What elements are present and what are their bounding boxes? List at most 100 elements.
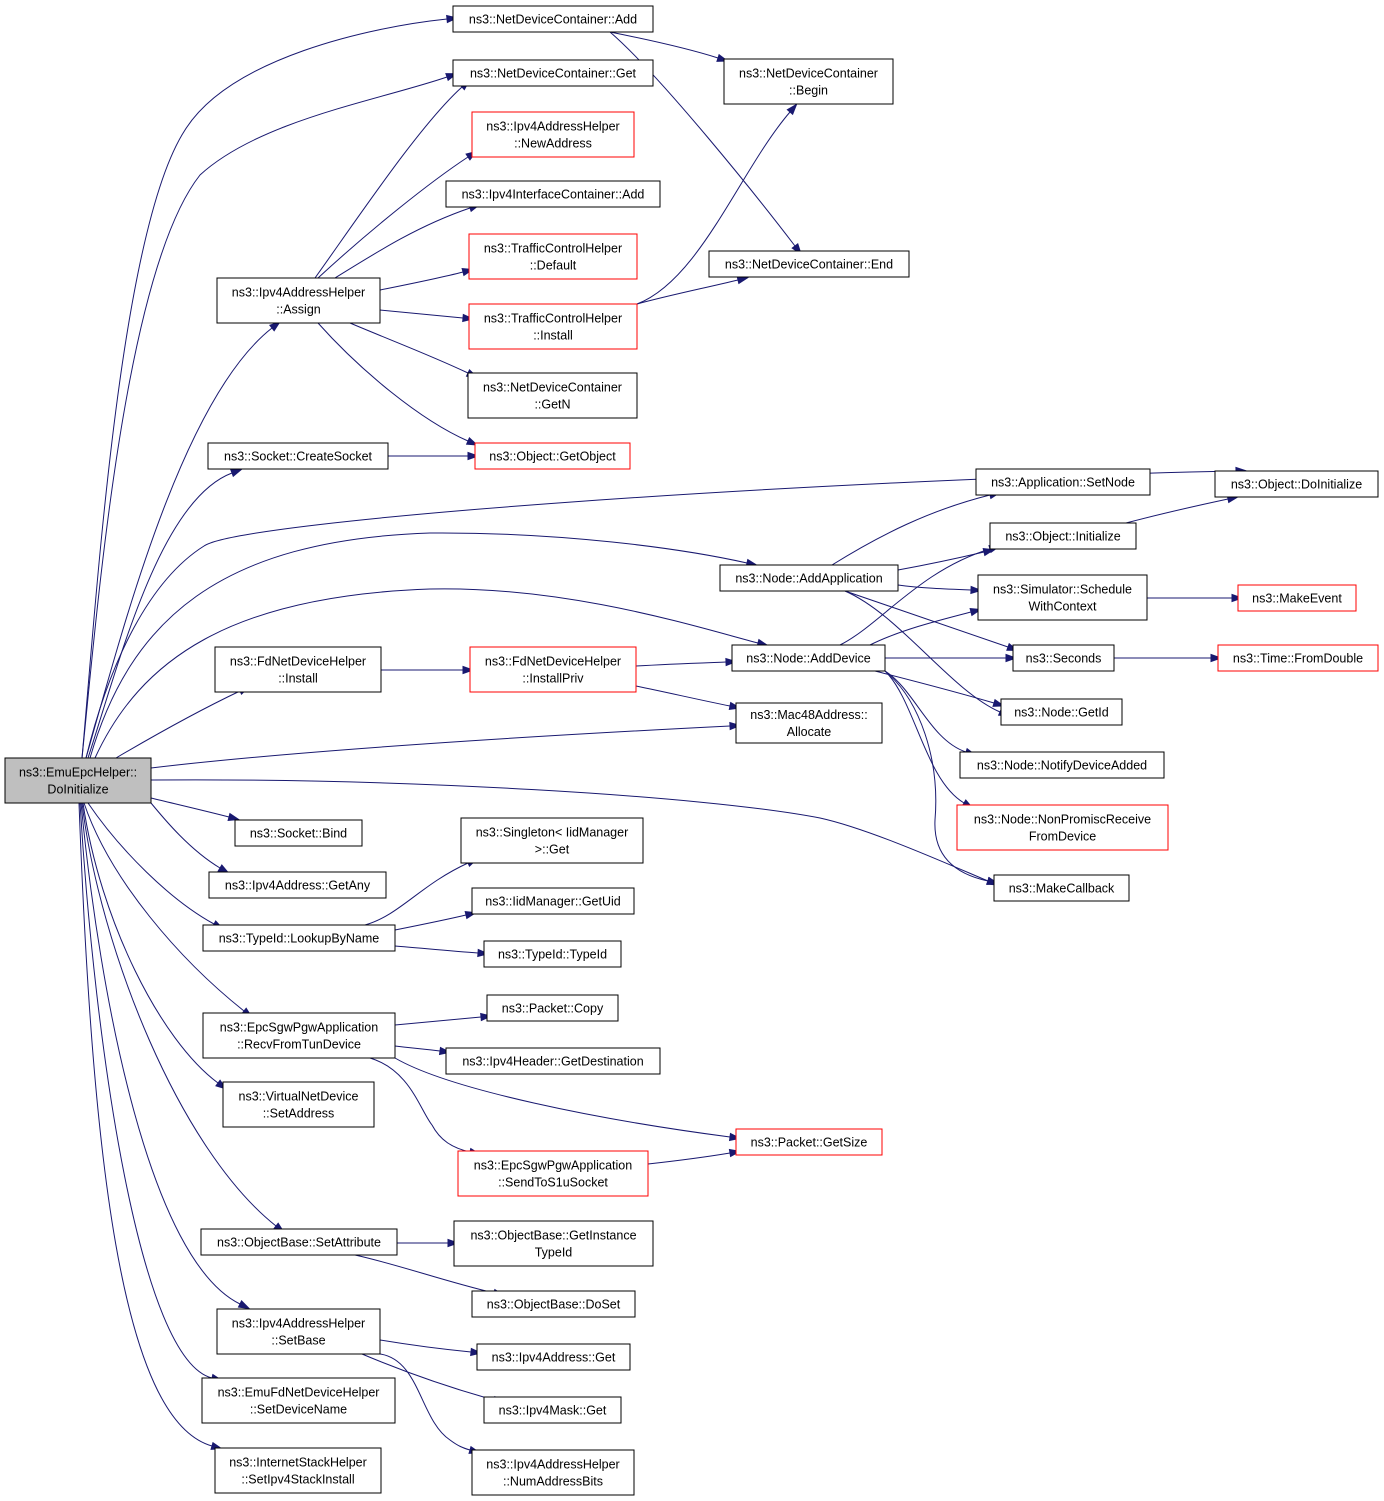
edge-line (317, 156, 469, 279)
node-ndc-getn[interactable]: ns3::NetDeviceContainer::GetN (467, 372, 638, 419)
node-seconds[interactable]: ns3::Seconds (1012, 644, 1115, 672)
node-box (735, 702, 883, 744)
node-ipv4ah-setbase[interactable]: ns3::Ipv4AddressHelper::SetBase (216, 1308, 381, 1355)
node-root[interactable]: ns3::EmuEpcHelper::DoInitialize (4, 757, 152, 804)
node-box (708, 250, 910, 278)
node-iidmgr-getuid[interactable]: ns3::IidManager::GetUid (471, 887, 635, 915)
edge-typeid_lookup-to-iidmgr_getuid (394, 911, 478, 931)
node-objbase-setattr[interactable]: ns3::ObjectBase::SetAttribute (200, 1228, 398, 1256)
node-box (486, 994, 619, 1022)
node-ish-setipv4[interactable]: ns3::InternetStackHelper::SetIpv4StackIn… (214, 1447, 382, 1494)
edge-ipv4ah_assign-to-ipv4ic_add (334, 204, 481, 279)
node-label: ::RecvFromTunDevice (237, 1038, 361, 1052)
node-socket-bind[interactable]: ns3::Socket::Bind (234, 819, 363, 847)
node-node-notify[interactable]: ns3::Node::NotifyDeviceAdded (959, 751, 1165, 779)
edge-line (317, 322, 469, 442)
edge-fdndh_installpriv-to-mac48_alloc (635, 685, 742, 711)
node-box (216, 1308, 381, 1355)
edge-line (379, 271, 464, 291)
node-fdndh-install[interactable]: ns3::FdNetDeviceHelper::Install (214, 646, 382, 693)
edge-ndc_add-to-ndc_begin (609, 31, 729, 62)
edge-line (150, 797, 230, 818)
edge-typeid_lookup-to-typeid_typeid (394, 945, 490, 958)
node-app-setnode[interactable]: ns3::Application::SetNode (975, 468, 1151, 496)
node-label: ns3::ObjectBase::DoSet (487, 1298, 621, 1312)
node-label: ns3::Ipv4Address::Get (492, 1351, 616, 1365)
node-label: ns3::ObjectBase::GetInstance (470, 1229, 636, 1243)
node-packet-copy[interactable]: ns3::Packet::Copy (486, 994, 619, 1022)
edge-line (635, 661, 727, 667)
node-box (207, 442, 389, 470)
node-ndc-get[interactable]: ns3::NetDeviceContainer::Get (452, 59, 654, 87)
node-singleton-get[interactable]: ns3::Singleton< IidManager>::Get (460, 817, 644, 864)
node-label: ns3::NetDeviceContainer (739, 67, 878, 81)
node-epc-recv[interactable]: ns3::EpcSgwPgwApplication::RecvFromTunDe… (202, 1012, 396, 1059)
node-label: ::SetDeviceName (250, 1403, 347, 1417)
node-obj-doinit[interactable]: ns3::Object::DoInitialize (1214, 470, 1379, 498)
edge-line (874, 670, 995, 704)
node-label: WithContext (1028, 600, 1097, 614)
edge-line (89, 532, 748, 759)
node-node-adddevice[interactable]: ns3::Node::AddDevice (731, 644, 886, 672)
node-typeid-lookup[interactable]: ns3::TypeId::LookupByName (202, 924, 396, 952)
edge-obj_initialize-to-obj_doinit (1125, 494, 1240, 524)
edge-ipv4ah_setbase-to-ipv4addr_get (379, 1339, 483, 1357)
node-ipv4ic-add[interactable]: ns3::Ipv4InterfaceContainer::Add (445, 180, 661, 208)
edge-ipv4ah_assign-to-obj_getobject (317, 322, 479, 446)
node-box (222, 1081, 375, 1128)
node-fdndh-installpriv[interactable]: ns3::FdNetDeviceHelper::InstallPriv (469, 646, 637, 693)
node-ndc-end[interactable]: ns3::NetDeviceContainer::End (708, 250, 910, 278)
node-label: ::NewAddress (514, 137, 592, 151)
node-node-addapp[interactable]: ns3::Node::AddApplication (719, 564, 899, 592)
node-ndc-begin[interactable]: ns3::NetDeviceContainer::Begin (723, 58, 894, 105)
node-label: ns3::Mac48Address:: (750, 708, 867, 722)
node-vnd-setaddr[interactable]: ns3::VirtualNetDevice::SetAddress (222, 1081, 375, 1128)
node-box (1217, 644, 1379, 672)
node-ipv4addr-getany[interactable]: ns3::Ipv4Address::GetAny (208, 871, 387, 899)
node-label: ns3::Socket::Bind (250, 827, 347, 841)
node-emufd-setdev[interactable]: ns3::EmuFdNetDeviceHelper::SetDeviceName (201, 1377, 396, 1424)
node-ipv4mask-get[interactable]: ns3::Ipv4Mask::Get (483, 1396, 622, 1424)
edge-line (844, 590, 1001, 713)
node-label: ns3::EpcSgwPgwApplication (474, 1159, 632, 1173)
node-ipv4ah-assign[interactable]: ns3::Ipv4AddressHelper::Assign (216, 277, 381, 324)
node-typeid-typeid[interactable]: ns3::TypeId::TypeId (483, 940, 622, 968)
edge-line (394, 945, 479, 954)
edge-fdndh_installpriv-to-node_adddevice (635, 657, 738, 667)
node-makeevent[interactable]: ns3::MakeEvent (1237, 584, 1357, 612)
node-label: ns3::Application::SetNode (991, 476, 1135, 490)
node-tch-default[interactable]: ns3::TrafficControlHelper::Default (468, 233, 638, 280)
arrowhead-icon (1231, 593, 1244, 603)
edge-line (839, 548, 991, 646)
node-objbase-doset[interactable]: ns3::ObjectBase::DoSet (471, 1290, 636, 1318)
node-box (471, 1290, 636, 1318)
node-packet-getsize[interactable]: ns3::Packet::GetSize (735, 1128, 883, 1156)
edge-line (897, 584, 972, 591)
node-makecallback[interactable]: ns3::MakeCallback (993, 874, 1130, 902)
edge-line (354, 1254, 495, 1294)
node-obj-initialize[interactable]: ns3::Object::Initialize (989, 522, 1137, 550)
edge-root-to-ipv4ah_setbase (80, 802, 251, 1310)
node-obj-getobject[interactable]: ns3::Object::GetObject (474, 442, 631, 470)
node-ipv4hdr-getdest[interactable]: ns3::Ipv4Header::GetDestination (445, 1047, 661, 1075)
node-label: ns3::Node::GetId (1014, 706, 1109, 720)
node-ndc-add[interactable]: ns3::NetDeviceContainer::Add (452, 5, 654, 33)
arrowhead-icon (729, 721, 742, 731)
node-time-fromdouble[interactable]: ns3::Time::FromDouble (1217, 644, 1379, 672)
node-ipv4ah-newaddr[interactable]: ns3::Ipv4AddressHelper::NewAddress (471, 111, 635, 158)
node-tch-install[interactable]: ns3::TrafficControlHelper::Install (468, 303, 638, 350)
arrowhead-icon (470, 1347, 483, 1357)
edge-root-to-node_adddevice (94, 588, 770, 759)
node-label: ns3::Ipv4InterfaceContainer::Add (462, 188, 645, 202)
node-ipv4addr-get[interactable]: ns3::Ipv4Address::Get (476, 1343, 631, 1371)
node-label: ns3::EmuFdNetDeviceHelper (218, 1386, 380, 1400)
node-mac48-alloc[interactable]: ns3::Mac48Address::Allocate (735, 702, 883, 744)
node-epc-sendtos1u[interactable]: ns3::EpcSgwPgwApplication::SendToS1uSock… (457, 1150, 649, 1197)
node-ipv4ah-numbits[interactable]: ns3::Ipv4AddressHelper::NumAddressBits (471, 1449, 635, 1496)
node-socket-create[interactable]: ns3::Socket::CreateSocket (207, 442, 389, 470)
node-label: ns3::Packet::GetSize (751, 1136, 868, 1150)
node-node-getid[interactable]: ns3::Node::GetId (1000, 698, 1123, 726)
